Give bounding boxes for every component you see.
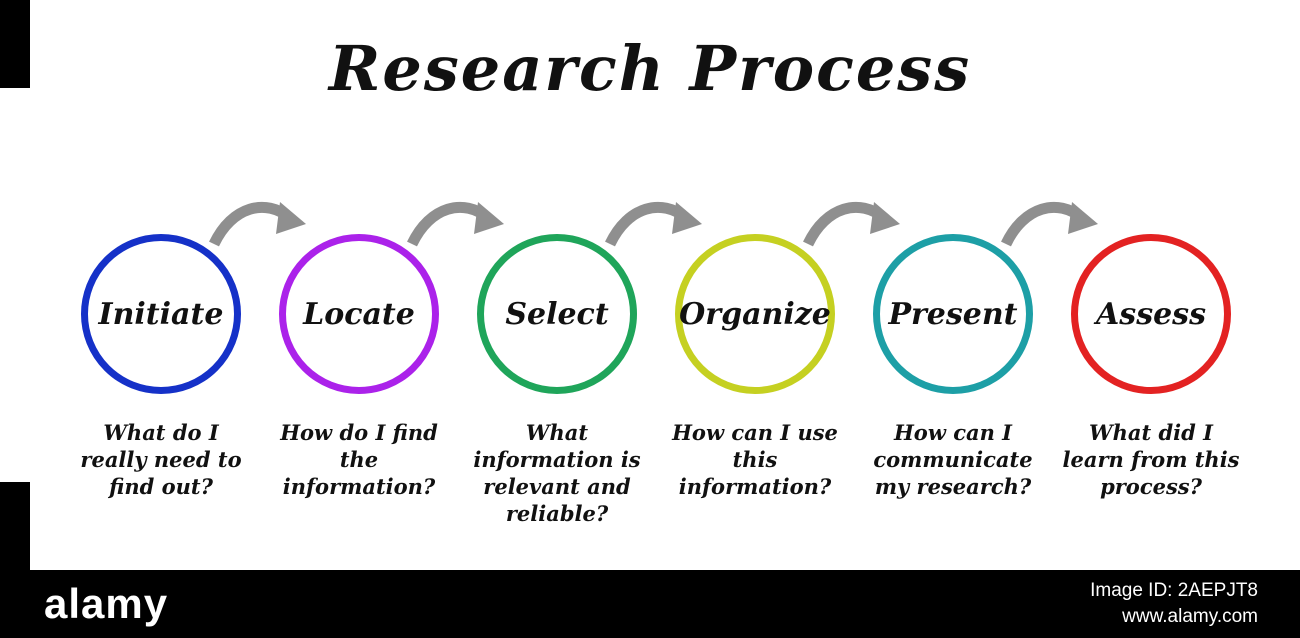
step-question: How do I find the information? <box>280 420 438 499</box>
step-label: Initiate <box>98 296 224 332</box>
step-question: How can I use this information? <box>672 420 838 499</box>
step-circle: Select <box>477 234 637 394</box>
step-label: Assess <box>1096 296 1206 332</box>
step-assess: Assess What did I learn from this proces… <box>1052 234 1250 528</box>
step-circle: Assess <box>1071 234 1231 394</box>
step-question: What information is relevant and reliabl… <box>473 420 641 526</box>
step-circle: Locate <box>279 234 439 394</box>
watermark-info: Image ID: 2AEPJT8 www.alamy.com <box>1090 578 1258 629</box>
alamy-url: www.alamy.com <box>1122 606 1258 627</box>
flow-arrow-icon <box>406 196 506 252</box>
alamy-logo: alamy <box>44 580 169 627</box>
flow-arrow-icon <box>1000 196 1100 252</box>
step-circle: Organize <box>675 234 835 394</box>
flow-arrow-icon <box>208 196 308 252</box>
image-id: Image ID: 2AEPJT8 <box>1090 580 1258 602</box>
step-circle: Present <box>873 234 1033 394</box>
step-question: What did I learn from this process? <box>1062 420 1240 499</box>
step-label: Select <box>505 296 609 332</box>
step-initiate: Initiate What do I really need to find o… <box>62 234 260 528</box>
watermark-tab-bottom <box>0 482 30 570</box>
step-label: Organize <box>679 296 831 332</box>
watermark-footer: alamy Image ID: 2AEPJT8 www.alamy.com <box>0 570 1300 638</box>
flow-arrow-icon <box>604 196 704 252</box>
step-circle: Initiate <box>81 234 241 394</box>
steps-row: Initiate What do I really need to find o… <box>0 234 1300 528</box>
page-title: Research Process <box>328 32 972 105</box>
step-label: Locate <box>303 296 415 332</box>
step-question: How can I communicate my research? <box>873 420 1033 499</box>
watermark-tab-top <box>0 0 30 88</box>
step-organize: Organize How can I use this information? <box>656 234 854 528</box>
step-locate: Locate How do I find the information? <box>260 234 458 528</box>
step-select: Select What information is relevant and … <box>458 234 656 528</box>
step-present: Present How can I communicate my researc… <box>854 234 1052 528</box>
step-label: Present <box>888 296 1018 332</box>
flow-arrow-icon <box>802 196 902 252</box>
step-question: What do I really need to find out? <box>80 420 242 499</box>
